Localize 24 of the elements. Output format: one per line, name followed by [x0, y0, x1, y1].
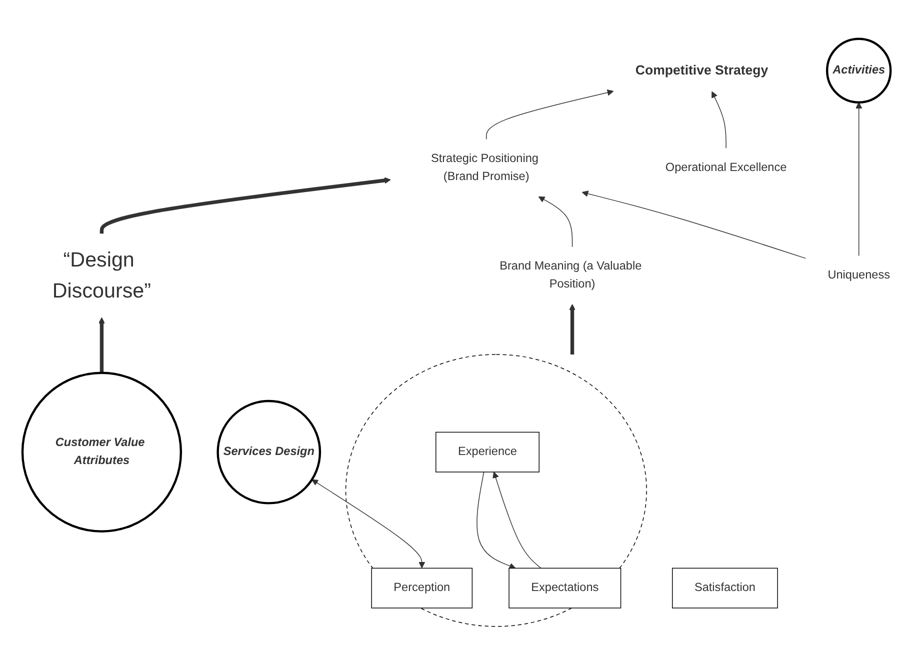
arrow — [856, 102, 862, 256]
node-box: Experience — [436, 432, 540, 472]
cluster — [345, 354, 647, 627]
node-text: Uniqueness — [828, 268, 890, 282]
node-text: “Design Discourse” — [52, 248, 152, 302]
node-text: Brand Meaning (a Valuable Position) — [500, 260, 642, 290]
arrow — [312, 479, 426, 568]
node-box: Satisfaction — [672, 568, 778, 608]
arrow — [582, 190, 806, 258]
node-circle: Activities — [826, 38, 892, 104]
node-text: Operational Excellence — [665, 161, 787, 174]
arrow — [476, 471, 516, 569]
node-box: Perception — [371, 568, 473, 608]
arrow — [538, 196, 573, 248]
node-circle: Customer Value Attributes — [21, 372, 182, 532]
node-text: Competitive Strategy — [635, 62, 768, 78]
arrow — [712, 91, 726, 148]
arrow — [492, 472, 542, 568]
arrow — [98, 317, 105, 373]
arrow — [486, 89, 614, 140]
node-circle: Services Design — [216, 400, 322, 504]
node-text: Strategic Positioning (Brand Promise) — [430, 152, 538, 183]
node-box: Expectations — [508, 568, 622, 608]
arrow — [569, 304, 576, 354]
